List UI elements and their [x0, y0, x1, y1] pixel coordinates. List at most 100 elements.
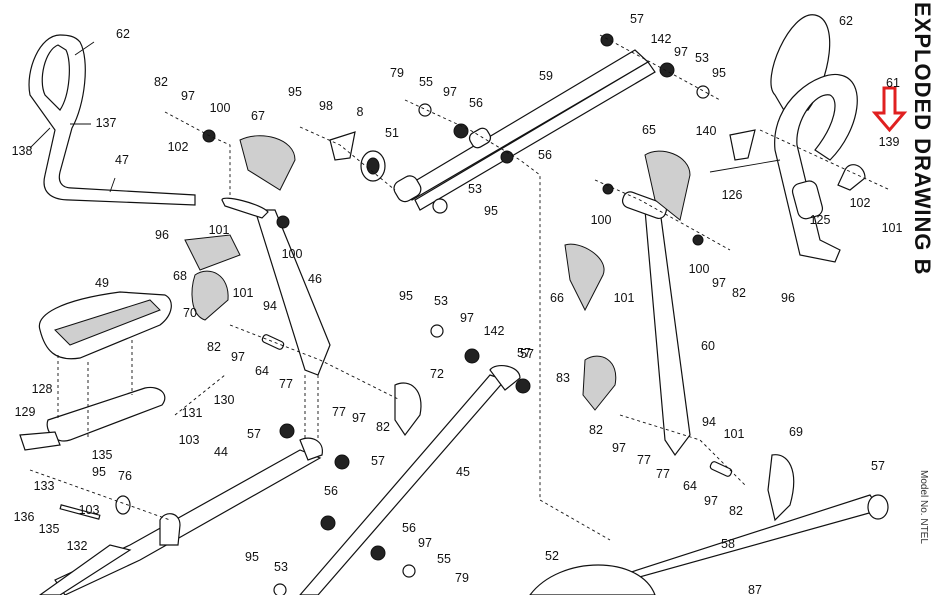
part-label-103: 103: [78, 502, 100, 517]
part-label-57: 57: [630, 11, 644, 26]
part-label-87: 87: [748, 582, 762, 597]
part-label-60: 60: [701, 338, 715, 353]
part-label-96: 96: [781, 290, 795, 305]
part-label-64: 64: [683, 478, 697, 493]
part-label-82: 82: [589, 422, 603, 437]
part-label-129: 129: [14, 404, 36, 419]
part-label-59: 59: [539, 68, 553, 83]
part-label-142: 142: [483, 323, 505, 338]
part-label-52: 52: [545, 548, 559, 563]
hardware: [59, 33, 733, 595]
part-label-128: 128: [31, 381, 53, 396]
part-label-57: 57: [871, 458, 885, 473]
arm-46: [221, 197, 331, 461]
part-label-95: 95: [399, 288, 413, 303]
part-label-51: 51: [385, 125, 399, 140]
rail-59: [393, 49, 656, 211]
part-label-57: 57: [520, 346, 534, 361]
part-label-56: 56: [402, 520, 416, 535]
part-label-126: 126: [721, 187, 743, 202]
part-label-137: 137: [95, 115, 117, 130]
part-label-97: 97: [612, 440, 626, 455]
part-label-140: 140: [695, 123, 717, 138]
part-label-97: 97: [443, 84, 457, 99]
part-label-49: 49: [95, 275, 109, 290]
part-label-56: 56: [469, 95, 483, 110]
part-label-82: 82: [154, 74, 168, 89]
part-label-55: 55: [437, 551, 451, 566]
part-label-139: 139: [878, 134, 900, 149]
part-label-97: 97: [181, 88, 195, 103]
part-label-102: 102: [167, 139, 189, 154]
part-label-125: 125: [809, 212, 831, 227]
part-label-97: 97: [231, 349, 245, 364]
part-label-83: 83: [556, 370, 570, 385]
part-label-65: 65: [642, 122, 656, 137]
part-label-79: 79: [455, 570, 469, 585]
part-label-64: 64: [255, 363, 269, 378]
part-label-53: 53: [695, 50, 709, 65]
rail-45: [299, 364, 521, 595]
part-label-138: 138: [11, 143, 33, 158]
part-label-130: 130: [213, 392, 235, 407]
part-label-53: 53: [468, 181, 482, 196]
part-label-97: 97: [674, 44, 688, 59]
part-label-67: 67: [251, 108, 265, 123]
pedal-left: [19, 291, 172, 451]
part-label-95: 95: [484, 203, 498, 218]
part-label-77: 77: [279, 376, 293, 391]
assembly-lines: [29, 34, 891, 541]
part-label-62: 62: [116, 26, 130, 41]
frame-rail-44: [38, 449, 322, 595]
part-label-44: 44: [214, 444, 228, 459]
covers: [184, 131, 795, 522]
part-label-100: 100: [281, 246, 303, 261]
part-label-69: 69: [789, 424, 803, 439]
part-label-55: 55: [419, 74, 433, 89]
part-label-97: 97: [712, 275, 726, 290]
part-label-57: 57: [247, 426, 261, 441]
model-number: Model No. NTEL: [918, 470, 929, 544]
part-label-95: 95: [245, 549, 259, 564]
part-label-98: 98: [319, 98, 333, 113]
part-label-66: 66: [550, 290, 564, 305]
part-label-82: 82: [376, 419, 390, 434]
part-label-100: 100: [209, 100, 231, 115]
part-label-96: 96: [155, 227, 169, 242]
part-label-56: 56: [324, 483, 338, 498]
part-label-100: 100: [590, 212, 612, 227]
part-label-70: 70: [183, 305, 197, 320]
part-label-53: 53: [434, 293, 448, 308]
part-label-135: 135: [38, 521, 60, 536]
part-label-46: 46: [308, 271, 322, 286]
part-label-132: 132: [66, 538, 88, 553]
part-label-72: 72: [430, 366, 444, 381]
document-title: EXPLODED DRAWING B: [910, 2, 935, 276]
part-label-101: 101: [232, 285, 254, 300]
rail-58: [529, 494, 889, 595]
part-label-101: 101: [723, 426, 745, 441]
part-label-76: 76: [118, 468, 132, 483]
part-label-57: 57: [371, 453, 385, 468]
part-label-133: 133: [33, 478, 55, 493]
part-label-131: 131: [181, 405, 203, 420]
part-label-97: 97: [704, 493, 718, 508]
part-label-82: 82: [207, 339, 221, 354]
part-label-61: 61: [886, 75, 900, 90]
part-label-136: 136: [13, 509, 35, 524]
part-label-101: 101: [208, 222, 230, 237]
part-label-62: 62: [839, 13, 853, 28]
part-label-58: 58: [721, 536, 735, 551]
part-label-57: 57: [517, 345, 531, 360]
part-label-56: 56: [538, 147, 552, 162]
part-label-101: 101: [881, 220, 903, 235]
part-label-97: 97: [418, 535, 432, 550]
part-label-77: 77: [656, 466, 670, 481]
part-label-94: 94: [702, 414, 716, 429]
part-label-47: 47: [115, 152, 129, 167]
part-label-77: 77: [332, 404, 346, 419]
arm-60: [621, 191, 691, 457]
part-label-97: 97: [352, 410, 366, 425]
part-label-94: 94: [263, 298, 277, 313]
